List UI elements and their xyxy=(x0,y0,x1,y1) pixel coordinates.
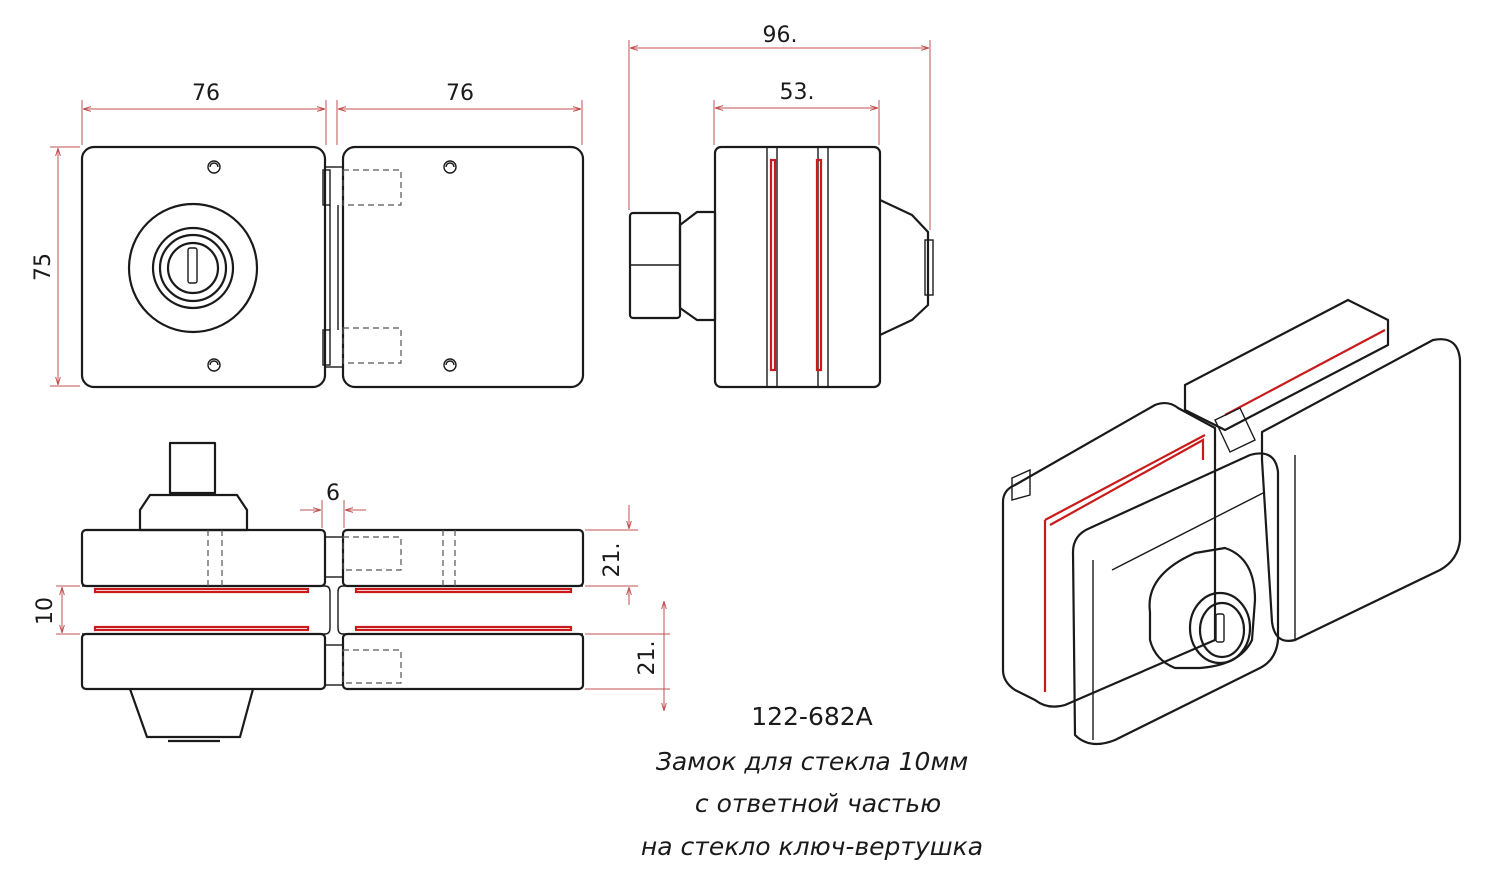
caption-line-3: на стекло ключ-вертушка xyxy=(641,832,983,861)
dim-side-body-width: 53. xyxy=(780,80,815,105)
dim-plate-lower: 21. xyxy=(635,641,660,676)
caption-line-2: с ответной частью xyxy=(695,789,941,818)
top-view-dimensions xyxy=(56,500,670,710)
side-view-dimensions xyxy=(628,40,931,230)
dim-plate-upper: 21. xyxy=(600,543,625,578)
side-view xyxy=(628,145,934,389)
front-view-dimensions xyxy=(50,100,583,387)
dim-glass: 10 xyxy=(33,597,58,625)
top-view xyxy=(80,441,585,743)
caption-block: 122-682A Замок для стекла 10мм с ответно… xyxy=(641,702,983,861)
dim-side-total-width: 96. xyxy=(763,23,798,48)
dim-top-right-width: 76 xyxy=(446,81,474,106)
product-code: 122-682A xyxy=(751,702,873,731)
caption-line-1: Замок для стекла 10мм xyxy=(656,747,968,776)
lock-cylinder-icon xyxy=(127,202,259,334)
screw-icon xyxy=(207,160,457,372)
front-view xyxy=(80,145,585,389)
isometric-view xyxy=(1001,298,1462,746)
isometric-lock-icon xyxy=(1188,591,1252,665)
dim-height: 75 xyxy=(31,253,56,281)
dim-top-left-width: 76 xyxy=(192,81,220,106)
dim-gap: 6 xyxy=(326,481,340,506)
